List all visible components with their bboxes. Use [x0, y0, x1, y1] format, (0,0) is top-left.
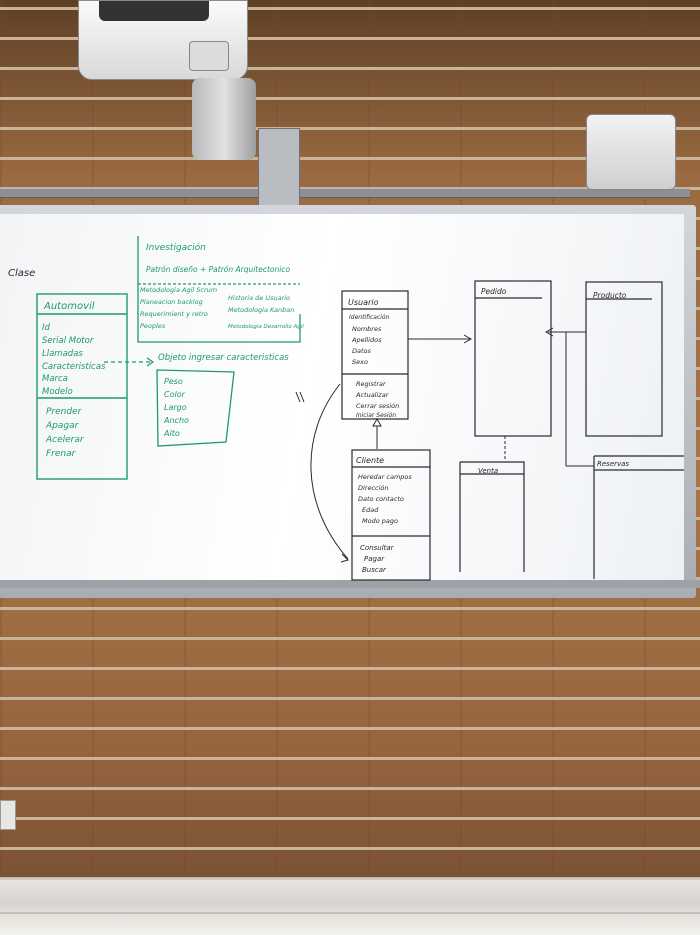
usuario-attr: Nombres: [352, 325, 382, 333]
usuario-attr: Sexo: [352, 358, 368, 366]
cliente-box: [351, 449, 431, 581]
usuario-attr: Datos: [352, 347, 372, 355]
investigacion-item: Peoples: [140, 322, 166, 330]
marker-tray: [0, 580, 700, 588]
automovil-method: Prender: [46, 407, 83, 417]
objeto-note: Objeto ingresar caracteristicas: [158, 353, 289, 363]
investigacion-subtitle: Patrón diseño + Patrón Arquitectonico: [146, 265, 290, 274]
automovil-method: Frenar: [46, 449, 77, 459]
reservas-class: [593, 455, 684, 579]
cliente-method: Buscar: [362, 566, 387, 574]
objeto-value: Peso: [164, 377, 183, 386]
cliente-method: Pagar: [364, 555, 385, 563]
usuario-method: Actualizar: [355, 391, 390, 399]
automovil-method: Acelerar: [45, 435, 85, 445]
producto-pedido-arrowhead: [544, 327, 554, 337]
pedido-title: Pedido: [481, 287, 507, 296]
automovil-method: Apagar: [45, 421, 80, 431]
clase-label: Clase: [8, 268, 35, 279]
objeto-value: Largo: [164, 403, 187, 412]
usuario-class: [341, 290, 409, 420]
projector-lens: [189, 41, 229, 71]
projector-cables: [99, 1, 209, 21]
investigacion-item: Planeacion backlog: [140, 298, 203, 306]
cliente-attr: Dirección: [358, 484, 389, 492]
automovil-attr: Serial Motor: [42, 336, 94, 346]
usuario-method: Registrar: [356, 380, 387, 388]
floor-seam: [0, 912, 700, 914]
conduit-pipe: [0, 188, 690, 198]
usuario-pedido-arrowhead: [463, 334, 473, 344]
automovil-class: [36, 293, 128, 480]
reservas-box: [593, 455, 684, 579]
automovil-attr: Id: [42, 323, 51, 333]
automovil-box: [36, 293, 128, 480]
cliente-attr: Heredar campos: [358, 473, 412, 481]
objeto-value: Color: [164, 390, 186, 399]
automovil-attr: Modelo: [42, 387, 73, 397]
ceiling-projector: [78, 0, 248, 80]
investigacion-item: Requerimient y retro: [140, 310, 208, 318]
investigacion-item: Metodologia Desarrollo Agil: [228, 324, 304, 330]
venta-box: [459, 461, 525, 572]
projector-mount: [192, 78, 256, 160]
whiteboard-drawing: Clase Automovil Id Serial Motor Llamadas…: [8, 236, 684, 581]
usuario-method: Cerrar sesión: [356, 402, 399, 410]
usuario-cliente-curve-arrowhead: [340, 553, 349, 563]
producto-title: Producto: [593, 291, 627, 300]
cliente-attr: Dato contacto: [358, 495, 404, 503]
venta-title: Venta: [478, 467, 498, 475]
producto-class: [585, 281, 663, 437]
automovil-attr: Marca: [42, 374, 68, 384]
venta-class: [459, 461, 525, 572]
usuario-attr: Apellidos: [351, 336, 382, 344]
usuario-method: Iniciar Sesión: [356, 412, 396, 419]
investigacion-item: Metodologia Kanban: [228, 306, 294, 314]
investigacion-item: Historia de Usuario: [228, 294, 290, 302]
usuario-attr: Identificación: [349, 314, 390, 321]
pedido-box: [474, 280, 552, 437]
usuario-box: [341, 290, 409, 420]
automovil-attr: Llamadas: [42, 349, 83, 359]
usuario-title: Usuario: [348, 298, 379, 307]
separator-mark: [295, 391, 305, 403]
pedido-class: [474, 280, 552, 437]
cliente-attr: Modo pago: [362, 517, 398, 525]
objeto-values-box: [156, 369, 235, 447]
wall-outlet: [0, 800, 16, 830]
objeto-value: Ancho: [163, 416, 189, 425]
cliente-class: [351, 449, 431, 581]
objeto-value: Alto: [163, 429, 180, 438]
wall-speaker: [586, 114, 676, 190]
usuario-cliente-curve: [310, 383, 349, 560]
investigacion-border: [137, 236, 301, 343]
cliente-attr: Edad: [362, 506, 379, 514]
cliente-method: Consultar: [360, 544, 395, 552]
junction-box: [258, 128, 300, 214]
reservas-title: Reservas: [597, 460, 629, 468]
producto-box: [585, 281, 663, 437]
automovil-title: Automovil: [43, 301, 95, 312]
investigacion-item: Metodologia Agil Scrum: [140, 286, 217, 294]
cliente-title: Cliente: [356, 456, 384, 465]
investigacion-title: Investigación: [146, 242, 206, 253]
objeto-arrowhead: [146, 357, 155, 367]
floor: [0, 878, 700, 935]
inheritance-arrowhead: [372, 417, 382, 427]
investigacion-box: [137, 236, 301, 343]
automovil-attr: Caracteristicas: [42, 362, 106, 372]
